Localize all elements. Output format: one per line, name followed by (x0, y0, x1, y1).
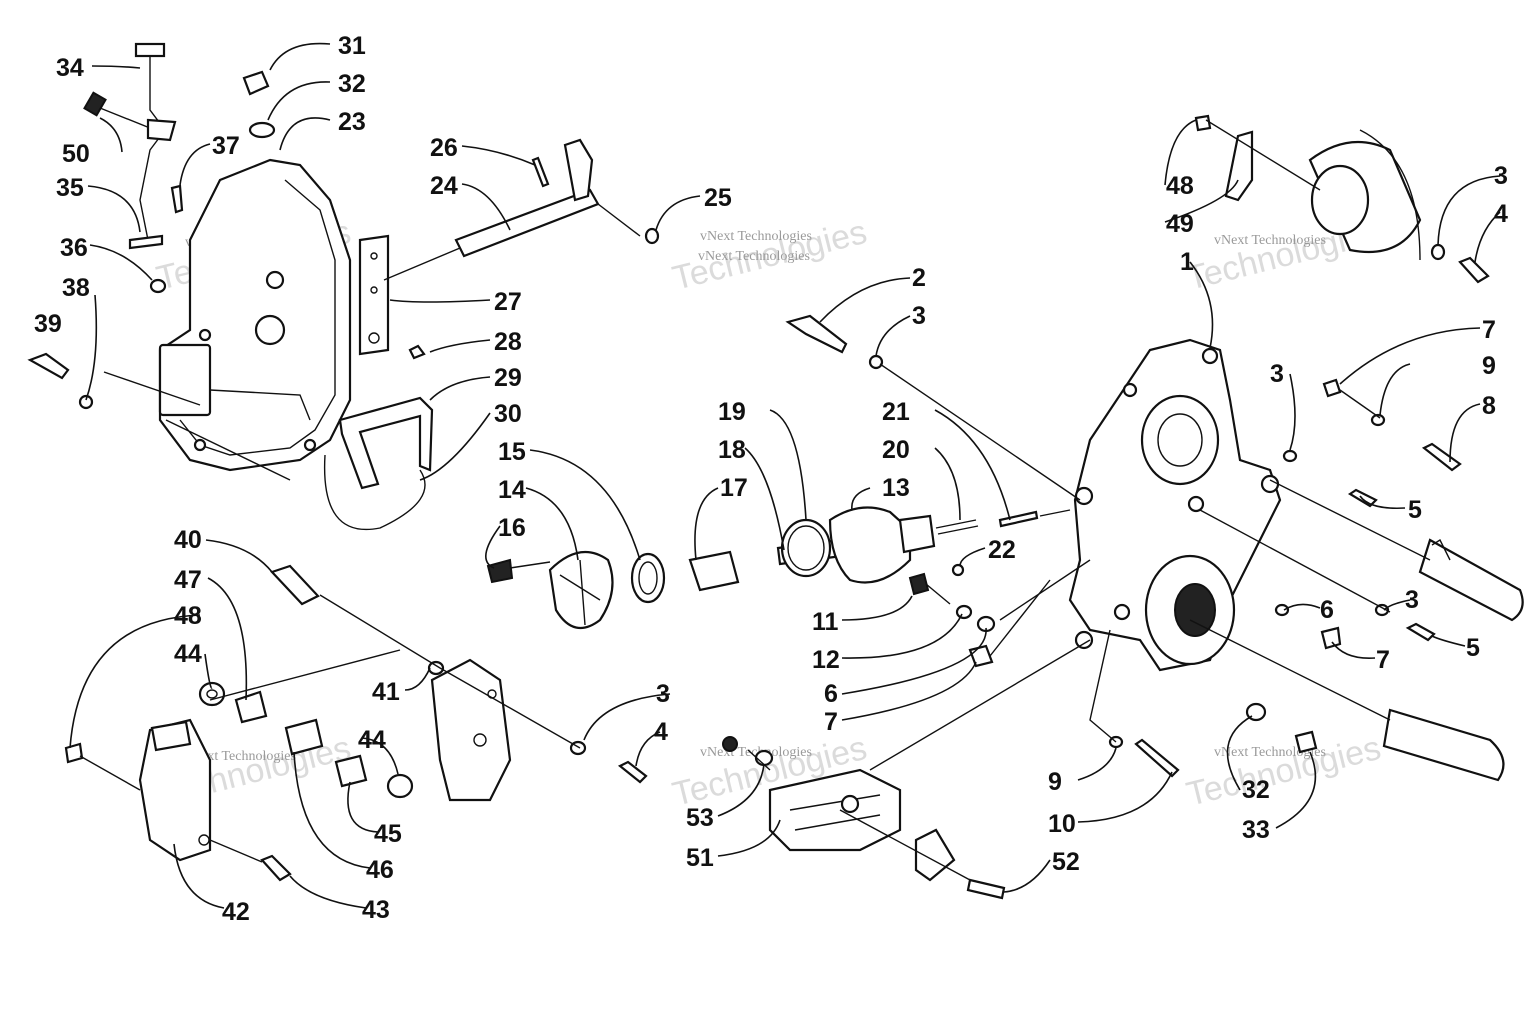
callout-7: 7 (1376, 646, 1390, 674)
washer-part (149, 278, 167, 294)
callout-9: 9 (1482, 352, 1496, 380)
callout-39: 39 (34, 310, 62, 338)
shift-shaft-part (454, 138, 660, 258)
watermark-text: vNext Technologies (700, 229, 812, 244)
callout-52: 52 (1052, 848, 1080, 876)
callout-19: 19 (718, 398, 746, 426)
shift-components-part (486, 314, 1039, 668)
watermark-text: vNext Technologies (184, 749, 296, 764)
callout-13: 13 (882, 474, 910, 502)
callout-3: 3 (1405, 586, 1419, 614)
callout-48: 48 (174, 602, 202, 630)
callout-15: 15 (498, 438, 526, 466)
alignment-lines (79, 119, 1431, 881)
bearing-plate-part (1194, 114, 1490, 284)
callout-41: 41 (372, 678, 400, 706)
callout-31: 31 (338, 32, 366, 60)
callout-44: 44 (174, 640, 202, 668)
callout-32: 32 (338, 70, 366, 98)
lock-washer-part (78, 394, 94, 410)
watermark-text: Technologies (1183, 729, 1385, 814)
callout-5: 5 (1466, 634, 1480, 662)
clamp-bolt-part (83, 91, 177, 142)
callout-4: 4 (1494, 200, 1508, 228)
callout-34: 34 (56, 54, 84, 82)
callout-6: 6 (1320, 596, 1334, 624)
callout-33: 33 (1242, 816, 1270, 844)
callout-18: 18 (718, 436, 746, 464)
callout-16: 16 (498, 514, 526, 542)
callout-28: 28 (494, 328, 522, 356)
callout-29: 29 (494, 364, 522, 392)
fasteners-part (1108, 378, 1462, 778)
plug-part (242, 70, 276, 139)
callout-11: 11 (812, 608, 839, 636)
callout-50: 50 (62, 140, 90, 168)
callout-35: 35 (56, 174, 84, 202)
callout-1: 1 (1180, 248, 1194, 276)
shaft-part (1382, 538, 1524, 782)
watermark-text: vNext Technologies (1214, 745, 1326, 760)
brake-parts-part (64, 564, 648, 882)
chaincase-cover-part (158, 158, 352, 472)
callout-labels: 1 2 3 3 3 3 3 4 4 5 5 6 6 7 7 7 8 9 9 10… (34, 32, 1508, 926)
callout-5: 5 (1408, 496, 1422, 524)
callout-40: 40 (174, 526, 202, 554)
callout-51: 51 (686, 844, 714, 872)
screw-part (170, 184, 184, 214)
dipstick-part (128, 42, 166, 250)
callout-9: 9 (1048, 768, 1062, 796)
callout-49: 49 (1166, 210, 1194, 238)
parts-drawing (27, 42, 1524, 900)
bolt-part (27, 352, 70, 380)
callout-26: 26 (430, 134, 458, 162)
callout-44: 44 (358, 726, 386, 754)
callout-30: 30 (494, 400, 522, 428)
callout-47: 47 (174, 566, 202, 594)
callout-27: 27 (494, 288, 522, 316)
watermark-text: vNext Technologies (1214, 233, 1326, 248)
callout-25: 25 (704, 184, 732, 212)
callout-20: 20 (882, 436, 910, 464)
callout-10: 10 (1048, 810, 1076, 838)
callout-37: 37 (212, 132, 240, 160)
watermark-text: vNext Technologies (698, 249, 810, 264)
callout-leaders (69, 42, 1501, 909)
callout-7: 7 (1482, 316, 1496, 344)
callout-17: 17 (720, 474, 748, 502)
callout-32: 32 (1242, 776, 1270, 804)
callout-3: 3 (1270, 360, 1284, 388)
callout-3: 3 (912, 302, 926, 330)
callout-21: 21 (882, 398, 910, 426)
callout-14: 14 (498, 476, 526, 504)
callout-42: 42 (222, 898, 250, 926)
callout-43: 43 (362, 896, 390, 924)
callout-7: 7 (824, 708, 838, 736)
callout-22: 22 (988, 536, 1016, 564)
chaincase-part (1068, 338, 1282, 672)
callout-36: 36 (60, 234, 88, 262)
callout-46: 46 (366, 856, 394, 884)
callout-4: 4 (654, 718, 668, 746)
plate-part (358, 234, 390, 356)
callout-38: 38 (62, 274, 90, 302)
callout-45: 45 (374, 820, 402, 848)
callout-48: 48 (1166, 172, 1194, 200)
bracket-part (323, 396, 434, 531)
screw-part (408, 344, 426, 360)
callout-12: 12 (812, 646, 840, 674)
callout-8: 8 (1482, 392, 1496, 420)
callout-6: 6 (824, 680, 838, 708)
callout-2: 2 (912, 264, 926, 292)
callout-3: 3 (656, 680, 670, 708)
callout-24: 24 (430, 172, 458, 200)
callout-53: 53 (686, 804, 714, 832)
callout-3: 3 (1494, 162, 1508, 190)
callout-23: 23 (338, 108, 366, 136)
